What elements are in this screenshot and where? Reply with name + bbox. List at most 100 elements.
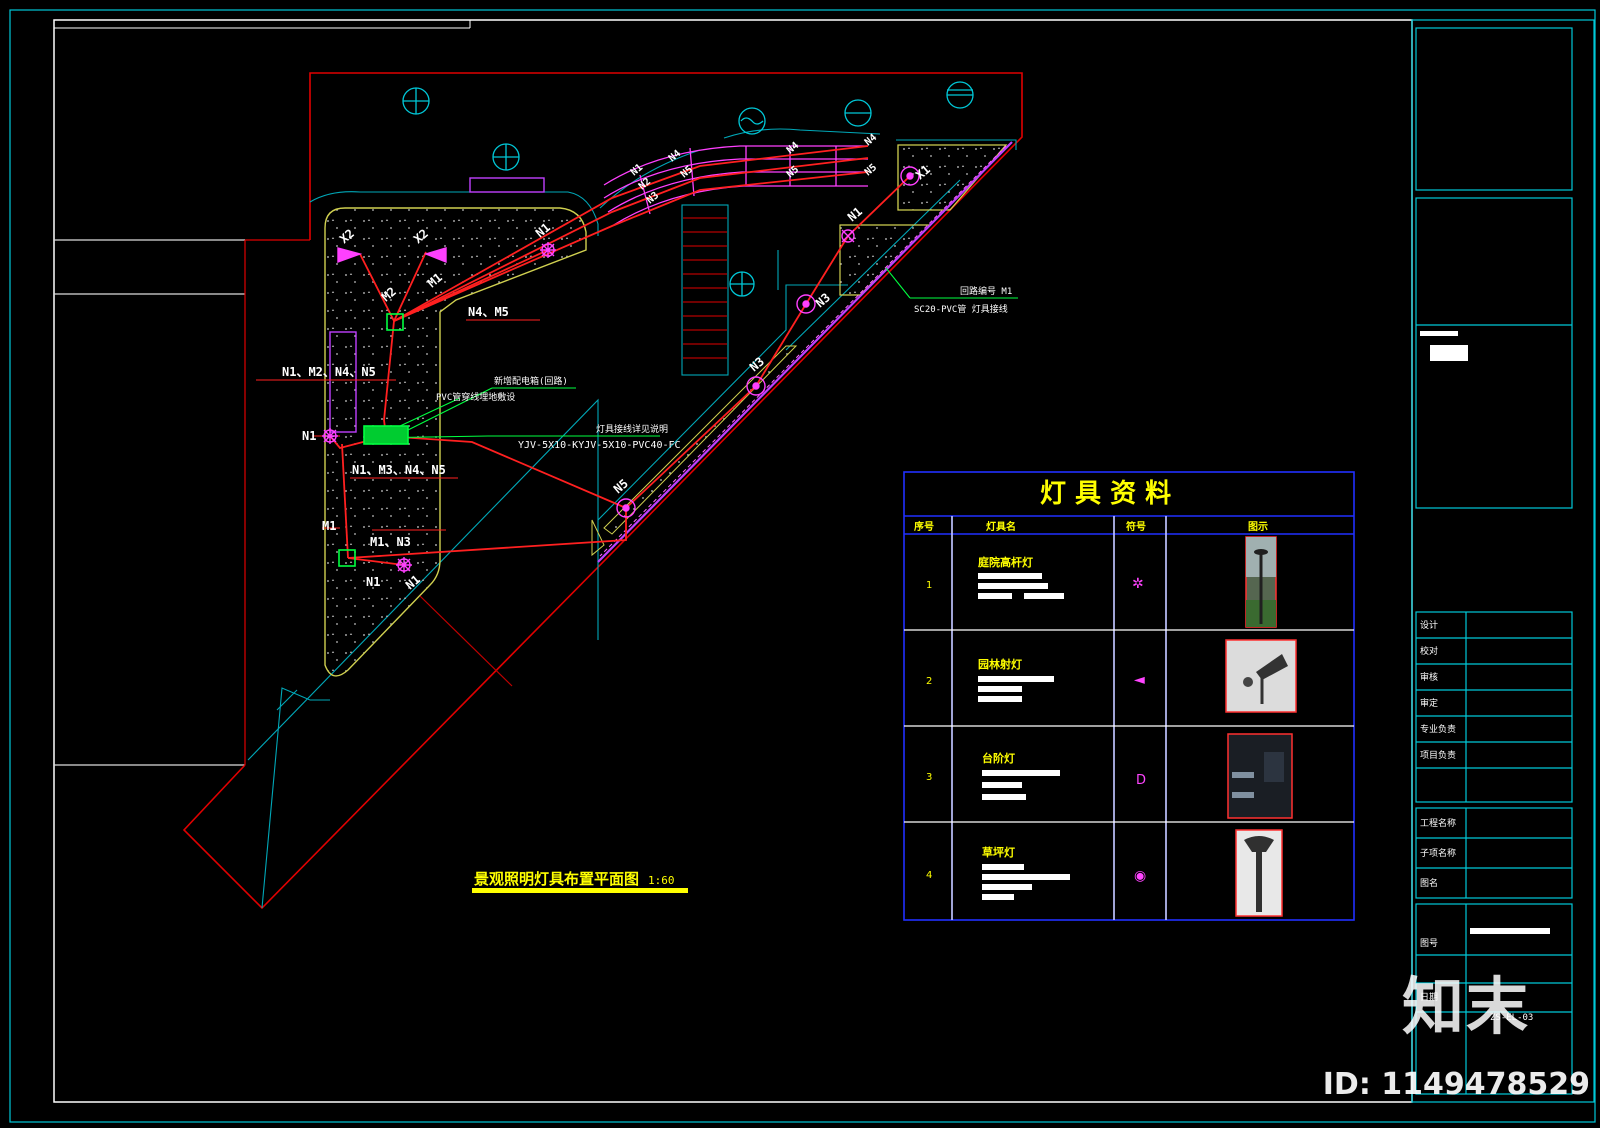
fixtures <box>322 166 920 573</box>
tb-field-1: 校对 <box>1420 645 1438 657</box>
tree-4 <box>844 99 872 127</box>
label-n5: N5 <box>611 476 631 496</box>
legend-row-3-no: 3 <box>926 772 932 783</box>
site-boundary <box>182 72 1023 910</box>
legend-row-4-no: 4 <box>926 870 932 881</box>
notes: 新增配电箱(回路) PVC管穿线埋地敷设 灯具接线详见说明 YJV-5X10-K… <box>436 285 1012 451</box>
lawn-light-4 <box>616 498 636 518</box>
lawn-light-2 <box>796 294 816 314</box>
label-m1-b: M1 <box>322 519 336 533</box>
legend-row-3-name: 台阶灯 <box>982 751 1015 765</box>
spot-light-1 <box>337 247 363 263</box>
drawing-title: 景观照明灯具布置平面图 <box>474 870 639 888</box>
post-light-image <box>1245 536 1277 628</box>
junction-box-2 <box>338 549 356 567</box>
tb-field-4: 专业负责 <box>1420 723 1456 735</box>
title-block-text: 设计 校对 审核 审定 专业负责 项目负责 工程名称 子项名称 图名 图号 日期… <box>1420 619 1533 1023</box>
legend-row-4: 4 草坪灯 ◉ <box>926 829 1283 917</box>
drawing-scale: 1:60 <box>648 874 675 887</box>
tree-2 <box>492 143 520 171</box>
legend-row-4-symbol: ◉ <box>1134 868 1146 884</box>
title-block-marks <box>1420 331 1550 934</box>
legend-row-3: 3 台阶灯 D <box>926 733 1293 819</box>
post-light-3 <box>396 557 412 573</box>
lawn-light-3 <box>746 376 766 396</box>
label-n4-m5: N4、M5 <box>468 305 509 319</box>
spot-light-image <box>1225 639 1297 713</box>
leader-lines <box>256 267 1018 531</box>
tb-field-5: 项目负责 <box>1420 749 1456 761</box>
planting-wedge <box>591 519 605 557</box>
label-n1-b: N1 <box>366 575 380 589</box>
outer-frame <box>9 9 1596 1123</box>
label-m1-n3: M1、N3 <box>370 535 411 549</box>
cable-code: YJV-5X10-KYJV-5X10-PVC40-FC <box>518 440 681 451</box>
title-underline <box>472 888 688 893</box>
plan-labels: X2 X2 N1 M1 M2 N1、M2、N4、N5 N4、M5 N1、M3、N… <box>282 162 933 592</box>
stair-hatch <box>683 217 727 359</box>
step-light-image <box>1227 733 1293 819</box>
label-n1: N1 <box>302 429 316 443</box>
label-n1-m3: N1、M3、N4、N5 <box>352 463 446 477</box>
tree-6 <box>729 271 755 297</box>
lawn-light-image <box>1235 829 1283 917</box>
purple-dashed-line <box>599 145 1007 557</box>
tb-field-6: 工程名称 <box>1420 817 1456 829</box>
legend-row-2-name: 园林射灯 <box>978 657 1022 671</box>
top-stub-lines <box>54 20 471 29</box>
tb-field-3: 审定 <box>1420 697 1438 709</box>
tb-sheet-no: ZS-EL-03 <box>1490 1013 1533 1023</box>
post-light-4 <box>841 229 855 243</box>
legend-row-1-no: 1 <box>926 580 932 591</box>
legend-row-1-symbol: ✲ <box>1132 576 1144 592</box>
bench-top <box>469 177 545 193</box>
legend-title: 灯 具 资 料 <box>1040 479 1171 509</box>
tree-5 <box>946 81 974 109</box>
legend-row-3-symbol: D <box>1136 773 1146 788</box>
watermark-id: ID: 1149478529 <box>1322 1067 1590 1102</box>
junction-box-1 <box>386 313 404 331</box>
tb-field-0: 设计 <box>1420 619 1438 631</box>
post-light-1 <box>540 242 556 258</box>
tb-field-10: 日期 <box>1420 992 1438 1003</box>
planting-bed-right <box>897 144 1008 211</box>
purple-boundary <box>597 141 1013 563</box>
legend-row-1-name: 庭院高杆灯 <box>978 555 1033 569</box>
note-a: 新增配电箱(回路) <box>494 375 568 387</box>
tb-field-7: 子项名称 <box>1420 847 1456 859</box>
tree-3 <box>738 107 766 135</box>
distribution-boxes <box>338 313 409 567</box>
stair-label-1: N2 <box>637 176 653 192</box>
trees <box>402 81 974 297</box>
legend-headers: 序号 灯具名 符号 图示 <box>914 520 1268 533</box>
note-c: 灯具接线详见说明 <box>596 423 668 435</box>
legend-rows: 1 庭院高杆灯 ✲ 2 园林射灯 ◄ <box>926 536 1297 917</box>
label-n1-m2: N1、M2、N4、N5 <box>282 365 376 379</box>
legend-header-name: 灯具名 <box>986 520 1016 533</box>
title-block <box>1411 19 1595 1103</box>
distribution-panel <box>363 425 409 445</box>
legend-row-2-symbol: ◄ <box>1134 672 1145 688</box>
stair-labels: N1 N2 N3 N4 N5 N4 N5 N4 N5 <box>629 132 879 206</box>
adjacent-building <box>54 239 310 766</box>
post-light-2 <box>322 428 338 444</box>
note-e: 回路编号 M1 <box>960 285 1012 297</box>
legend-header-image: 图示 <box>1248 521 1268 533</box>
bench-left <box>329 331 357 433</box>
tb-field-9: 图号 <box>1420 938 1438 949</box>
tb-field-8: 图名 <box>1420 877 1438 889</box>
legend-row-4-name: 草坪灯 <box>982 845 1015 859</box>
stair-label-8: N5 <box>863 162 879 178</box>
tb-field-2: 审核 <box>1420 671 1438 683</box>
tree-1 <box>402 87 430 115</box>
inner-frame <box>53 19 1413 1103</box>
legend-header-no: 序号 <box>914 520 934 533</box>
legend-row-2-no: 2 <box>926 676 932 687</box>
legend-row-1: 1 庭院高杆灯 ✲ <box>926 536 1277 628</box>
legend-header-symbol: 符号 <box>1126 520 1146 533</box>
spot-light-2 <box>423 247 447 264</box>
note-d: SC20-PVC管 灯具接线 <box>914 303 1008 315</box>
lawn-light-1 <box>900 166 920 186</box>
note-b: PVC管穿线埋地敷设 <box>436 391 515 403</box>
